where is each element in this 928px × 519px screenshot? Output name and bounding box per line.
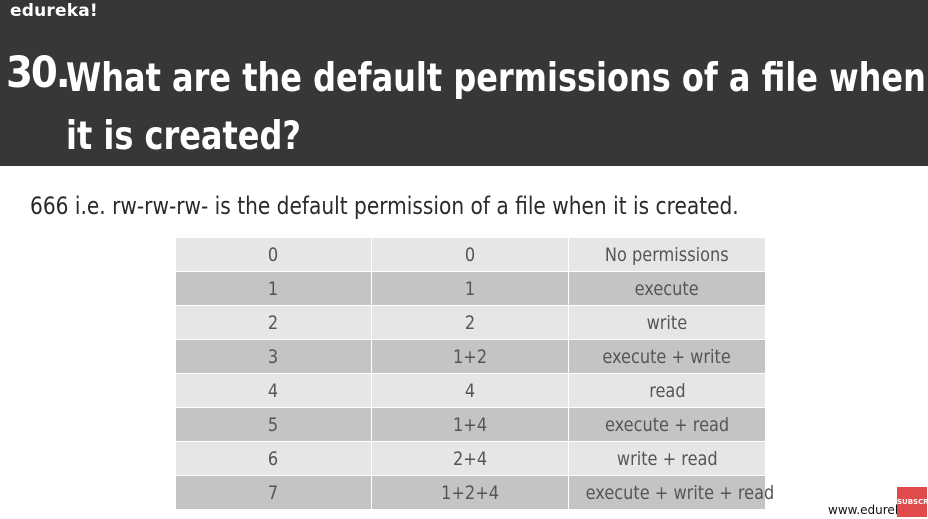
answer-text: 666 i.e. rw-rw-rw- is the default permis… xyxy=(30,192,739,220)
question-number: 30. xyxy=(6,48,71,98)
question-title: What are the default permissions of a fi… xyxy=(66,56,926,159)
table-row: 6 2+4 write + read xyxy=(175,441,766,476)
table-cell: 1+2 xyxy=(371,339,569,374)
table-cell: 0 xyxy=(371,237,569,272)
table-cell: execute + read xyxy=(568,407,766,442)
table-cell: 1 xyxy=(175,271,372,306)
table-row: 0 0 No permissions xyxy=(175,237,766,272)
table-cell: 4 xyxy=(371,373,569,408)
table-cell: 7 xyxy=(175,475,372,510)
table-cell: 1+2+4 xyxy=(371,475,569,510)
table-cell: 3 xyxy=(175,339,372,374)
permissions-table: 0 0 No permissions 1 1 execute 2 2 write… xyxy=(175,237,774,510)
table-cell: 4 xyxy=(175,373,372,408)
table-cell: write xyxy=(568,305,766,340)
table-cell: No permissions xyxy=(568,237,766,272)
table-cell: execute + write xyxy=(568,339,766,374)
slide-header: edureka! 30. What are the default permis… xyxy=(0,0,928,166)
table-row: 5 1+4 execute + read xyxy=(175,407,766,442)
table-cell: 2 xyxy=(175,305,372,340)
subscribe-badge-label: SUBSCRIBE xyxy=(897,498,928,506)
table-cell: write + read xyxy=(568,441,766,476)
brand-logo: edureka! xyxy=(10,1,98,21)
table-cell: 2 xyxy=(371,305,569,340)
table-row: 3 1+2 execute + write xyxy=(175,339,766,374)
table-row: 1 1 execute xyxy=(175,271,766,306)
table-row: 2 2 write xyxy=(175,305,766,340)
table-cell: 1+4 xyxy=(371,407,569,442)
table-cell: 5 xyxy=(175,407,372,442)
table-cell: execute xyxy=(568,271,766,306)
table-cell: 1 xyxy=(371,271,569,306)
table-cell: 6 xyxy=(175,441,372,476)
table-row: 4 4 read xyxy=(175,373,766,408)
table-row: 7 1+2+4 execute + write + read xyxy=(175,475,774,510)
table-cell: execute + write + read xyxy=(568,475,774,510)
table-cell: 0 xyxy=(175,237,372,272)
table-cell: 2+4 xyxy=(371,441,569,476)
subscribe-badge[interactable]: SUBSCRIBE xyxy=(897,487,928,517)
table-cell: read xyxy=(568,373,766,408)
